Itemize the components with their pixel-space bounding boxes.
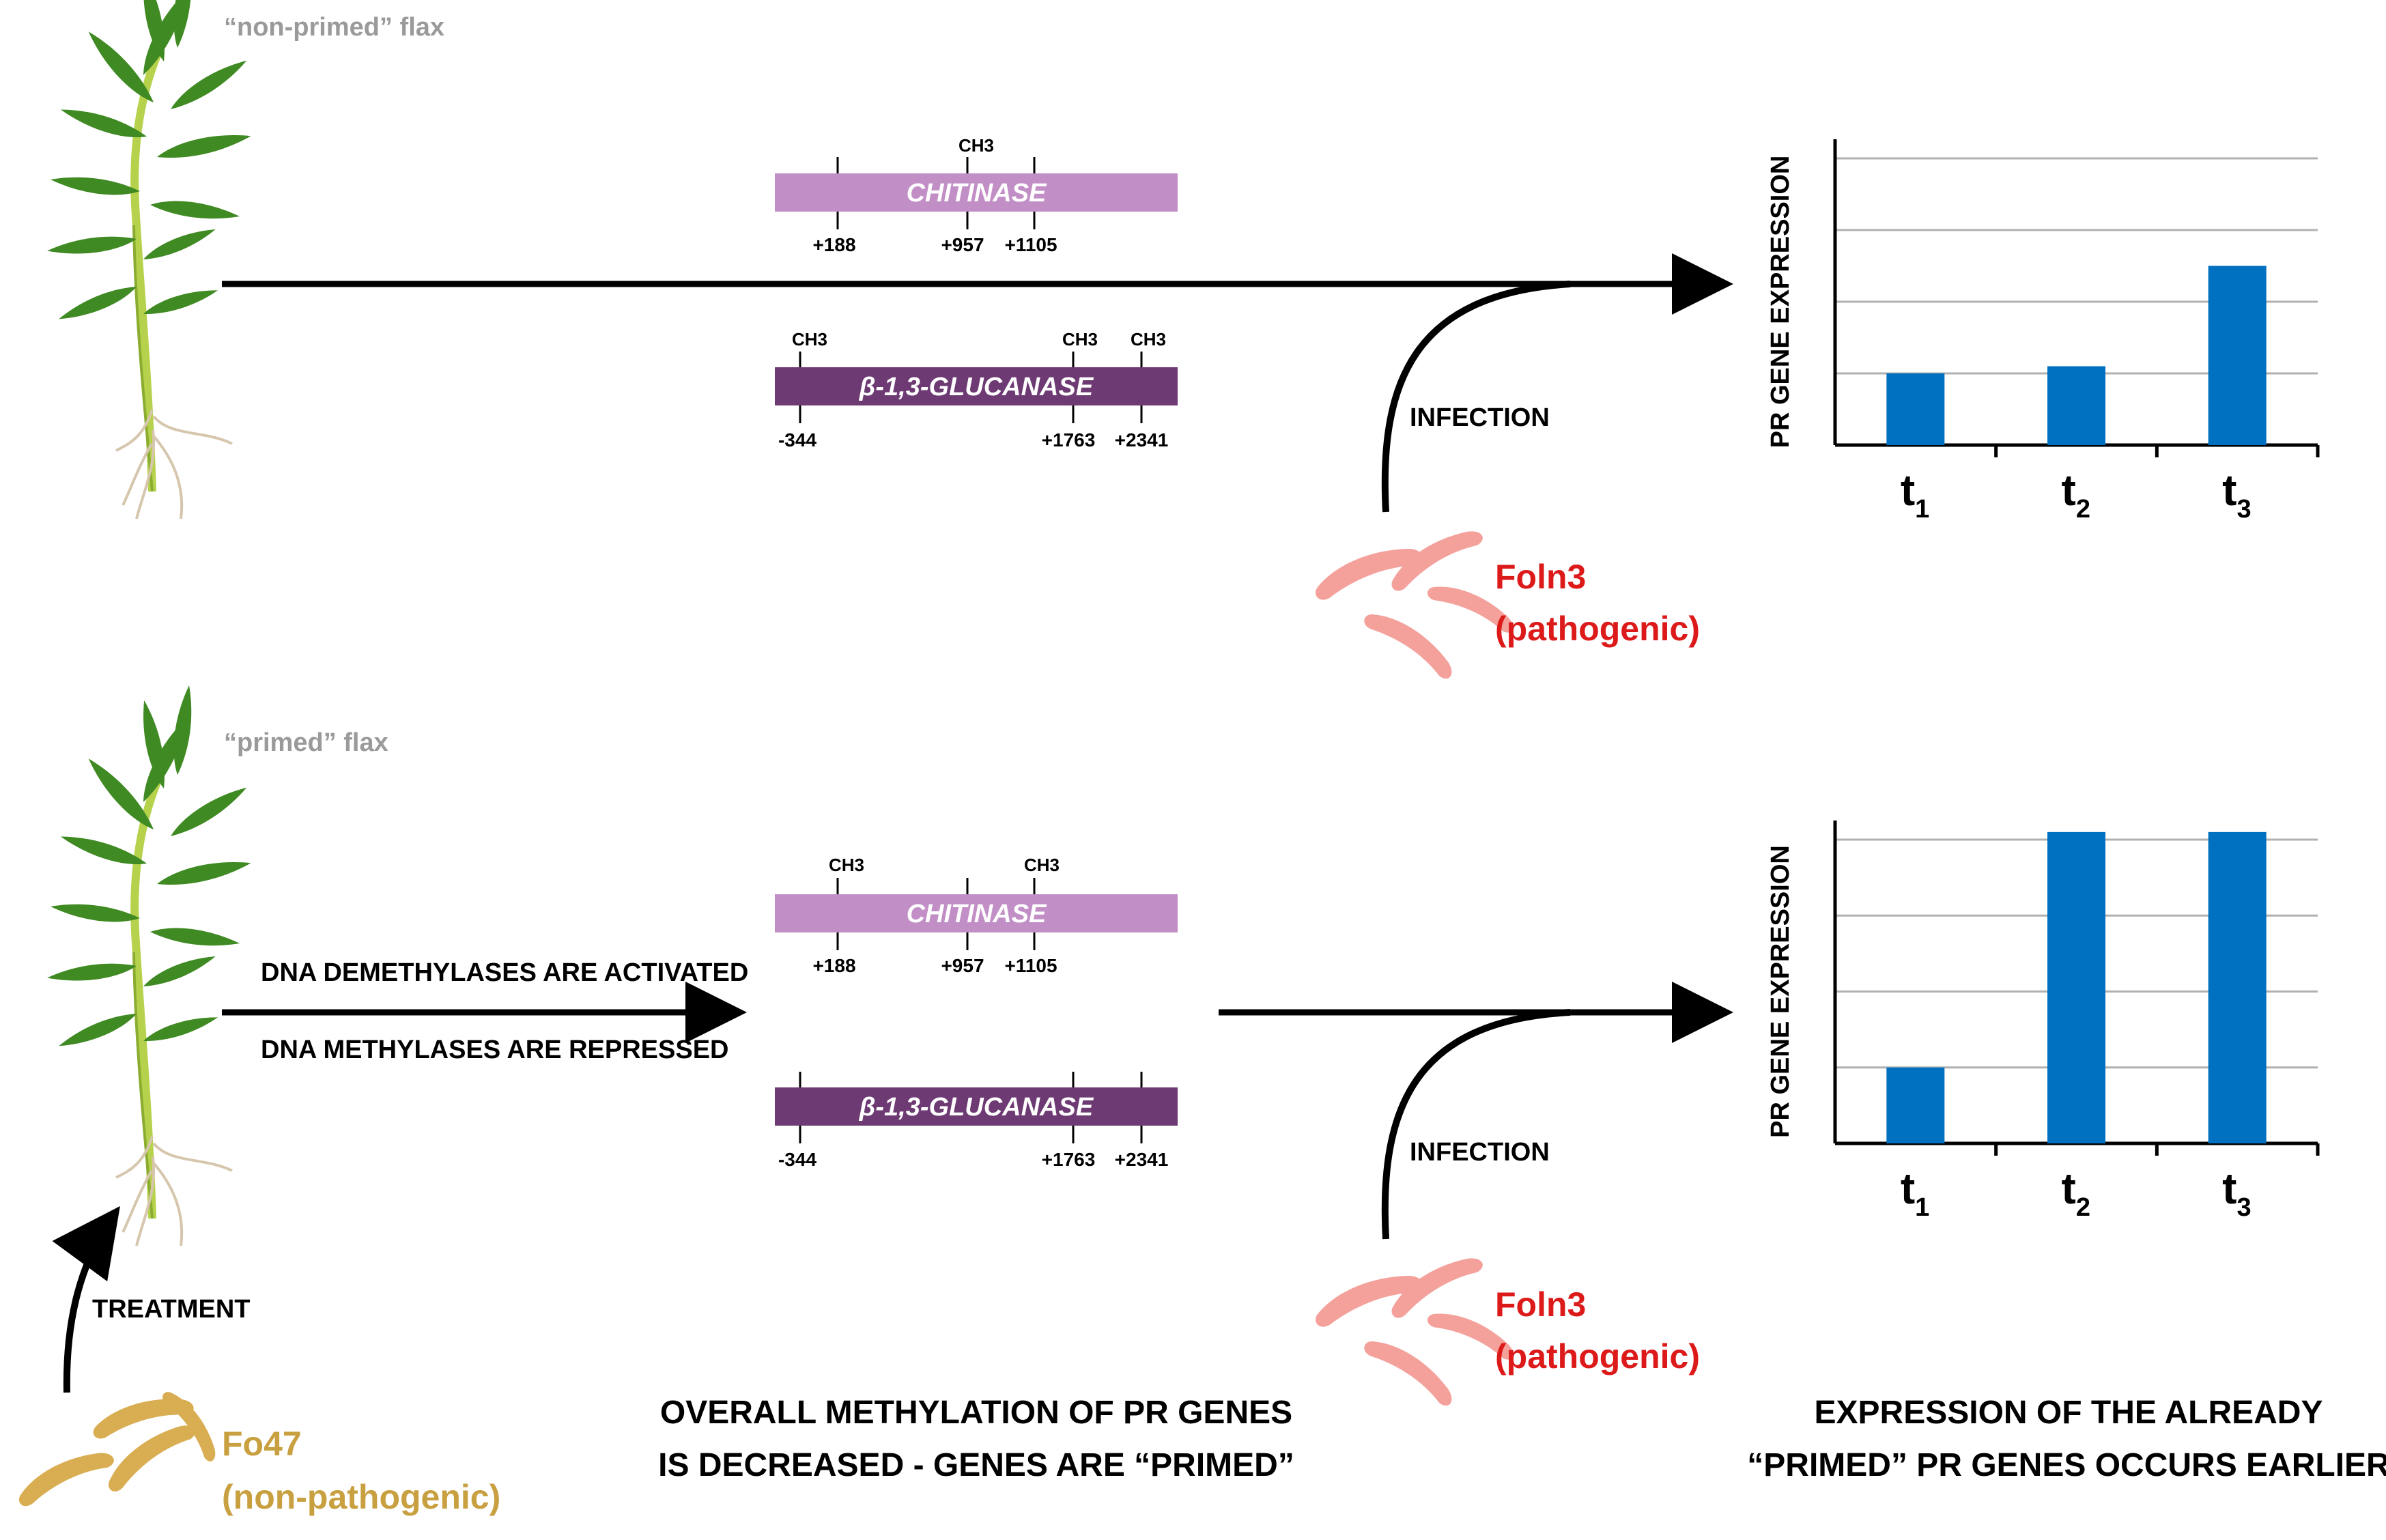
pathogen-type-bottom: (pathogenic) — [1495, 1337, 1700, 1375]
flax-label-bottom: “primed” flax — [224, 728, 388, 757]
position-label: -344 — [778, 1149, 816, 1170]
methyl-label: CH3 — [1131, 329, 1166, 350]
flax-label-top: “non-primed” flax — [224, 13, 444, 42]
position-label: +1105 — [1004, 955, 1057, 976]
chitinase-gene-bottom: CHITINASE CH3 CH3 +188 +957 +1105 — [775, 855, 1178, 976]
x-tick-label: t3 — [2222, 466, 2251, 524]
position-label: +188 — [812, 955, 855, 976]
expression-chart-top: PR GENE EXPRESSION t1 t2 t3 — [1766, 139, 2320, 524]
methyl-label: CH3 — [829, 855, 864, 875]
position-label: +2341 — [1115, 429, 1169, 451]
infection-curve-bottom — [1381, 1009, 1571, 1240]
methylation-caption-line2: IS DECREASED - GENES ARE “PRIMED” — [658, 1447, 1294, 1483]
glucanase-gene-top: β-1,3-GLUCANASE CH3 CH3 CH3 -344 +1763 +… — [775, 329, 1178, 451]
fo47-icon — [12, 1384, 222, 1509]
glucanase-gene-bottom: β-1,3-GLUCANASE -344 +1763 +2341 — [775, 1072, 1178, 1170]
position-label: +1105 — [1004, 234, 1057, 255]
position-label: -344 — [778, 429, 816, 451]
root-icon — [115, 1136, 233, 1246]
infection-label-bottom: INFECTION — [1410, 1138, 1550, 1167]
x-tick-label: t1 — [1901, 1164, 1929, 1222]
methyl-label: CH3 — [1062, 329, 1098, 350]
position-label: +1763 — [1042, 1149, 1096, 1170]
expression-caption-line2: “PRIMED” PR GENES OCCURS EARLIER — [1747, 1447, 2386, 1483]
activated-label: DNA DEMETHYLASES ARE ACTIVATED — [261, 958, 748, 987]
infection-label-top: INFECTION — [1410, 403, 1550, 432]
glucanase-label: β-1,3-GLUCANASE — [859, 373, 1094, 401]
bar — [2208, 831, 2267, 1143]
y-axis-label: PR GENE EXPRESSION — [1766, 156, 1795, 448]
methyl-label: CH3 — [958, 135, 994, 156]
pathogen-icon — [1309, 1250, 1519, 1416]
pathogen-name-top: Foln3 — [1495, 558, 1586, 596]
x-tick-label: t2 — [2062, 1164, 2090, 1222]
methyl-label: CH3 — [792, 329, 827, 350]
fo47-name: Fo47 — [222, 1425, 302, 1463]
pathogen-icon — [1309, 523, 1519, 689]
pathogen-name-bottom: Foln3 — [1495, 1285, 1586, 1324]
position-label: +1763 — [1042, 429, 1096, 451]
fo47-type: (non-pathogenic) — [222, 1478, 500, 1516]
position-label: +957 — [941, 234, 984, 255]
bar — [2047, 366, 2105, 445]
flax-plant-top — [46, 0, 253, 519]
methyl-label: CH3 — [1024, 855, 1060, 875]
chitinase-label: CHITINASE — [907, 179, 1047, 208]
pathogen-type-top: (pathogenic) — [1495, 610, 1700, 648]
chitinase-gene-top: CHITINASE CH3 +188 +957 +1105 — [775, 135, 1178, 255]
bar — [2208, 266, 2267, 445]
y-axis-label: PR GENE EXPRESSION — [1766, 845, 1795, 1138]
expression-caption-line1: EXPRESSION OF THE ALREADY — [1815, 1395, 2323, 1431]
top-panel: “non-primed” flax CHITINASE CH3 +188 +95… — [46, 0, 1733, 689]
bar — [1886, 1067, 1945, 1143]
root-icon — [115, 409, 233, 519]
chitinase-label: CHITINASE — [907, 900, 1047, 928]
methylation-caption-line1: OVERALL METHYLATION OF PR GENES — [660, 1395, 1292, 1431]
x-tick-label: t3 — [2222, 1164, 2251, 1222]
bottom-panel: “primed” flax DNA DEMETHYLASES ARE ACTIV… — [12, 684, 2386, 1516]
expression-chart-bottom: PR GENE EXPRESSION t1 t2 t3 — [1766, 821, 2320, 1222]
position-label: +957 — [941, 955, 984, 976]
repressed-label: DNA METHYLASES ARE REPRESSED — [261, 1036, 729, 1064]
x-tick-label: t2 — [2062, 466, 2090, 524]
bar — [1886, 373, 1945, 445]
position-label: +188 — [812, 234, 855, 255]
infection-curve-top — [1381, 281, 1571, 513]
glucanase-label: β-1,3-GLUCANASE — [859, 1093, 1094, 1122]
flax-plant-bottom — [46, 684, 253, 1246]
position-label: +2341 — [1115, 1149, 1169, 1170]
x-tick-label: t1 — [1901, 466, 1929, 524]
treatment-label: TREATMENT — [92, 1295, 251, 1324]
bar — [2047, 831, 2105, 1143]
treatment-arrow — [52, 1206, 120, 1393]
